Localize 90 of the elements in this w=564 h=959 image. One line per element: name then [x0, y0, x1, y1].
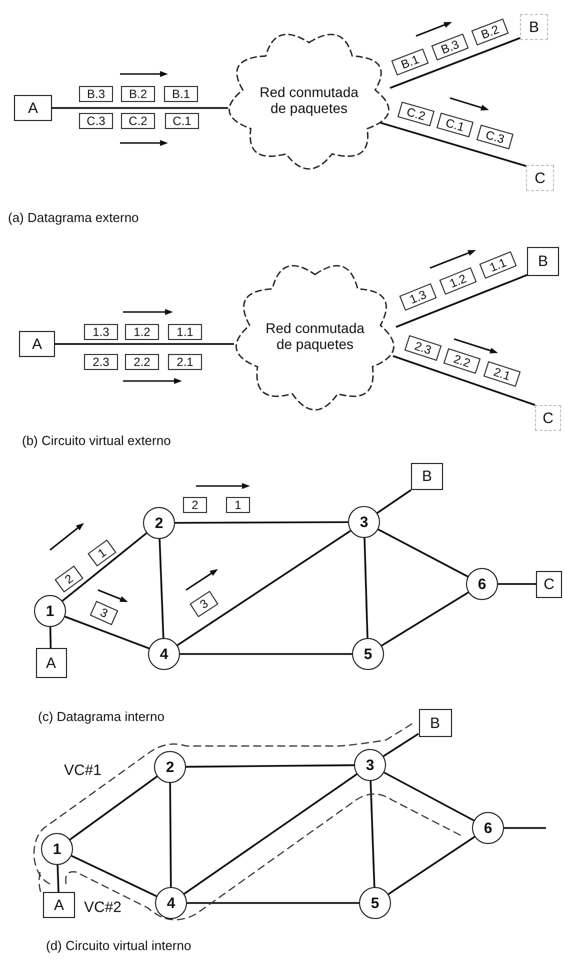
connector-line	[498, 583, 536, 585]
connector-line	[364, 538, 368, 638]
connector-line	[158, 538, 164, 638]
packet-box: 2.2	[125, 354, 159, 370]
connector-line	[64, 616, 150, 650]
packet-box: B.3	[79, 86, 113, 102]
host-box: A	[43, 892, 75, 918]
packet-box: 3	[90, 600, 118, 626]
packet-box: B.2	[471, 18, 509, 46]
packet-box: 1.3	[84, 324, 118, 340]
switch-node: 3	[348, 506, 380, 538]
packet-box: 1.1	[168, 324, 202, 340]
packet-box: 2	[54, 565, 84, 593]
switch-node: 1	[34, 595, 66, 627]
connector-line	[381, 592, 469, 646]
connector-line	[49, 626, 52, 648]
host-box: B	[520, 14, 548, 40]
packet-box: 2.1	[168, 354, 202, 370]
packet-box: 2.3	[404, 335, 442, 361]
circuit-label: VC#1	[64, 762, 102, 779]
host-box: A	[19, 331, 55, 357]
packet-box: 1.2	[439, 267, 477, 295]
switch-node: 5	[352, 638, 384, 670]
connector-line	[180, 653, 352, 655]
packet-box: C.1	[436, 112, 474, 138]
connector-line	[62, 532, 148, 602]
packet-box: C.2	[397, 102, 435, 126]
packet-box: B.1	[391, 48, 429, 76]
switch-node: 1	[41, 833, 73, 865]
connector-line	[504, 827, 546, 829]
network-label: Red conmutada de paquetes	[258, 84, 360, 116]
switch-node: 6	[466, 568, 498, 600]
connector-line	[378, 528, 468, 578]
network-label: Red conmutada de paquetes	[264, 320, 366, 352]
packet-box: 3	[190, 590, 218, 618]
packet-box: 1	[88, 539, 116, 567]
packet-box: 2	[183, 497, 207, 513]
packet-box: B.2	[121, 86, 155, 102]
connector-line	[187, 902, 359, 904]
host-box: C	[535, 405, 561, 431]
packet-box: 1	[226, 497, 250, 513]
packet-box: C.3	[476, 124, 514, 150]
connector-line	[55, 343, 234, 345]
panel-caption: (a) Datagrama externo	[8, 210, 139, 225]
packet-box: C.2	[121, 113, 155, 129]
packet-box: 1.2	[125, 324, 159, 340]
host-box: B	[527, 246, 559, 276]
connector-line	[69, 776, 158, 840]
packet-box: 2.1	[483, 361, 521, 387]
connector-line	[376, 489, 412, 514]
host-box: C	[536, 570, 562, 598]
host-box: B	[418, 709, 452, 737]
packet-box: 1.3	[399, 283, 437, 311]
switch-node: 5	[359, 887, 391, 919]
connector-line	[384, 772, 474, 822]
connector-line	[175, 521, 348, 524]
packet-box: B.1	[164, 86, 198, 102]
switch-node: 2	[154, 751, 186, 783]
host-box: A	[14, 95, 52, 121]
connector-line	[392, 355, 536, 406]
switch-node: 4	[148, 638, 180, 670]
connector-line	[396, 274, 528, 328]
connector-line	[169, 783, 172, 887]
connector-line	[186, 764, 354, 768]
connector-line	[382, 732, 419, 758]
connector-line	[370, 780, 376, 888]
connector-line	[56, 864, 60, 892]
packet-box: 1.1	[479, 251, 517, 279]
connector-line	[184, 773, 358, 895]
packet-box: C.3	[79, 113, 113, 129]
host-box: A	[36, 648, 66, 678]
connector-line	[52, 107, 228, 109]
host-box: B	[411, 462, 443, 490]
packet-box: C.1	[165, 113, 199, 129]
packet-box: 2.2	[443, 348, 481, 374]
panel-caption: (b) Circuito virtual externo	[22, 433, 171, 448]
panel-caption: (d) Circuito virtual interno	[46, 938, 192, 953]
packet-box: 2.3	[84, 354, 118, 370]
connector-line	[388, 836, 476, 895]
connector-line	[71, 854, 157, 898]
host-box: C	[526, 165, 554, 191]
switch-node: 3	[354, 749, 386, 781]
switch-node: 2	[143, 507, 175, 539]
switch-node: 4	[155, 887, 187, 919]
connector-line	[378, 121, 526, 167]
connector-line	[176, 530, 352, 646]
circuit-label: VC#2	[84, 899, 122, 916]
switch-node: 6	[472, 812, 504, 844]
panel-caption: (c) Datagrama interno	[38, 709, 164, 724]
packet-box: B.3	[431, 33, 469, 61]
